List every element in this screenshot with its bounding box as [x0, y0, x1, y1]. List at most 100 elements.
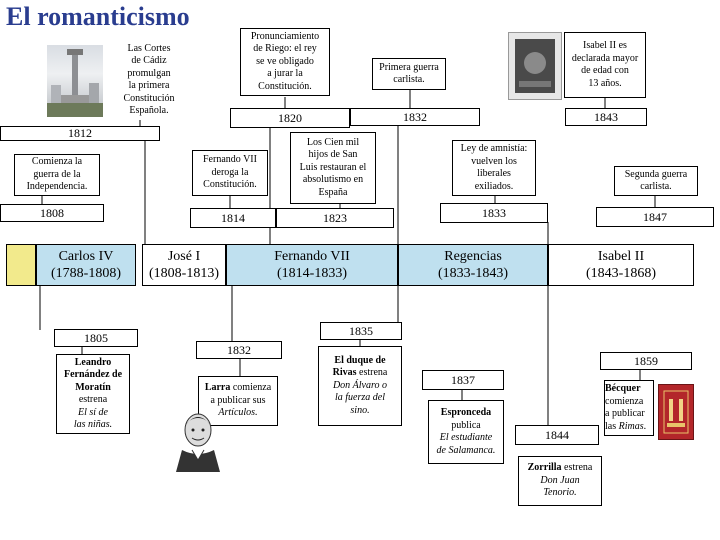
period-name: Isabel II: [597, 249, 645, 264]
event-fernando-deroga: Fernando VII deroga la Constitución.: [192, 150, 268, 196]
event-text: absolutismo en: [302, 174, 364, 186]
work-title: Tenorio.: [543, 487, 577, 499]
work-title: Rimas: [618, 420, 644, 432]
lit-verb: publica: [451, 419, 481, 431]
event-text: Luis restauran el: [299, 161, 367, 173]
period-isabel-ii: Isabel II (1843-1868): [548, 244, 694, 286]
event-text: promulgan: [127, 67, 171, 79]
event-text: Comienza la: [31, 156, 83, 168]
author-name: Larra: [204, 382, 231, 394]
cadiz-monument-photo: [47, 45, 103, 117]
page-title: El romanticismo: [6, 2, 190, 31]
event-text: hijos de San: [308, 149, 358, 161]
event-riego: Pronunciamiento de Riego: el rey se ve o…: [240, 28, 330, 96]
event-guerra-independencia: Comienza la guerra de la Independencia.: [14, 154, 100, 196]
event-text: carlista.: [393, 74, 425, 85]
event-text: Española.: [129, 105, 169, 116]
period-tab: [6, 244, 36, 286]
year-1812: 1812: [0, 126, 160, 141]
author-name: Zorrilla: [527, 462, 562, 474]
year-1837: 1837: [422, 370, 504, 390]
event-text: liberales: [477, 168, 511, 179]
lit-verb: estrena: [78, 394, 108, 405]
event-text: Ley de amnistía:: [460, 143, 528, 154]
monument-icon: [47, 49, 103, 117]
event-text: Pronunciamiento: [250, 30, 320, 42]
work-title: Don Juan: [540, 474, 580, 486]
author-name: Fernández de: [63, 369, 123, 380]
event-isabel-mayor-edad: Isabel II es declarada mayor de edad con…: [564, 32, 646, 98]
year-1835: 1835: [320, 322, 402, 340]
event-text: exiliados.: [474, 180, 514, 192]
work-title: la fuerza del: [334, 392, 385, 404]
year-1833: 1833: [440, 203, 548, 223]
period-regencias: Regencias (1833-1843): [398, 244, 548, 286]
event-text: Constitución.: [203, 179, 257, 191]
work-title: El sí de: [78, 406, 108, 418]
year-1859: 1859: [600, 352, 692, 370]
period-range: (1788-1808): [51, 266, 121, 281]
year-1843: 1843: [565, 108, 647, 126]
lit-verb: a publicar: [605, 408, 645, 419]
lit-verb: comienza: [605, 395, 644, 407]
lit-espronceda: Espronceda publica El estudiante de Sala…: [428, 400, 504, 464]
period-range: (1808-1813): [149, 266, 219, 281]
work-title: sino.: [350, 404, 370, 416]
lit-verb: estrena: [356, 367, 388, 379]
event-text: Constitución: [123, 92, 175, 104]
year-1814: 1814: [190, 208, 276, 228]
lit-zorrilla: Zorrilla estrena Don Juan Tenorio.: [518, 456, 602, 506]
event-text: de Cádiz: [131, 55, 167, 66]
work-title: El estudiante: [439, 432, 493, 443]
event-text: a jurar la: [267, 68, 303, 80]
author-name: Espronceda: [440, 407, 492, 418]
year-1823: 1823: [276, 208, 394, 228]
stamp-icon: [515, 39, 555, 93]
author-name: Rivas: [332, 367, 357, 379]
period-jose-i: José I (1808-1813): [142, 244, 226, 286]
period-range: (1814-1833): [277, 266, 347, 281]
event-cadiz: Las Cortes de Cádiz promulgan la primera…: [108, 40, 190, 120]
work-title: las niñas.: [73, 419, 113, 430]
event-text: España: [318, 186, 348, 198]
lit-moratin: Leandro Fernández de Moratín estrena El …: [56, 354, 130, 434]
event-text: 13 años.: [588, 77, 622, 89]
portrait-icon: [176, 413, 220, 472]
lit-verb: comienza: [230, 382, 272, 394]
event-text: declarada mayor: [571, 52, 639, 64]
period-carlos-iv: Carlos IV (1788-1808): [36, 244, 136, 286]
event-cien-mil-hijos: Los Cien mil hijos de San Luis restauran…: [290, 132, 376, 204]
author-name: Bécquer: [605, 383, 641, 394]
year-1805: 1805: [54, 329, 138, 347]
work-title: Don Álvaro o: [332, 379, 388, 391]
event-ley-amnistia: Ley de amnistía: vuelven los liberales e…: [452, 140, 536, 196]
work-title: de Salamanca.: [436, 444, 496, 456]
event-text: se ve obligado: [256, 55, 314, 67]
year-1847: 1847: [596, 207, 714, 227]
larra-portrait: [172, 408, 224, 472]
year-1844: 1844: [515, 425, 599, 445]
year-1832-lit: 1832: [196, 341, 282, 359]
event-text: Isabel II es: [583, 40, 627, 51]
event-text: guerra de la: [33, 168, 81, 180]
event-text: de Riego: el rey: [253, 43, 317, 55]
period-range: (1833-1843): [438, 266, 508, 281]
event-text: la primera: [128, 80, 170, 91]
event-text: Constitución.: [258, 80, 312, 92]
event-text: Independencia.: [26, 181, 88, 193]
lit-verb: .: [643, 420, 647, 432]
year-1832: 1832: [350, 108, 480, 126]
lit-verb: las: [605, 420, 619, 432]
isabel-stamp-image: [508, 32, 562, 100]
book-icon: [663, 390, 689, 434]
lit-becquer: Bécquer comienza a publicar las Rimas.: [604, 380, 654, 436]
period-name: José I: [167, 249, 201, 264]
event-text: vuelven los: [471, 155, 517, 167]
author-name: El duque de: [334, 354, 386, 366]
lit-verb: a publicar sus: [210, 394, 266, 406]
period-name: Carlos IV: [58, 249, 114, 264]
event-primera-guerra-carlista: Primera guerra carlista.: [372, 58, 446, 90]
period-name: Regencias: [444, 249, 502, 264]
lit-rivas: El duque de Rivas estrena Don Álvaro o l…: [318, 346, 402, 426]
event-text: Fernando VII: [203, 154, 257, 166]
